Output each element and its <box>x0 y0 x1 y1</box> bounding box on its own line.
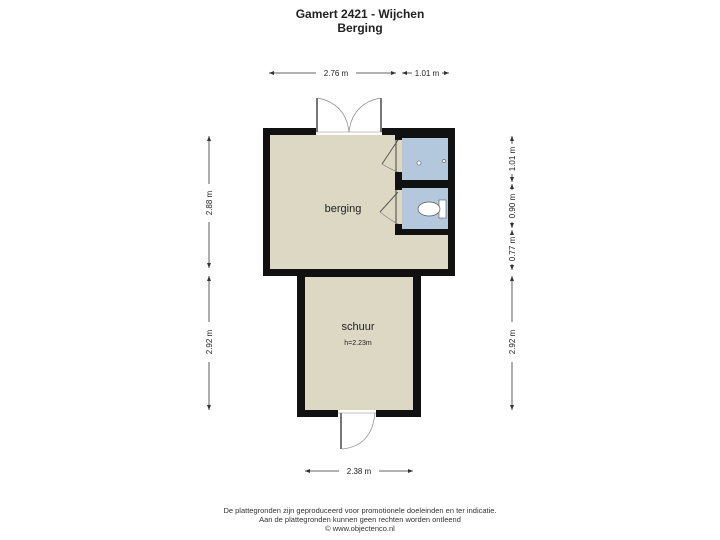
copyright-link: © www.objectenco.nl <box>325 524 395 533</box>
double-door-left-leaf <box>316 98 318 132</box>
dim-bottom-width: 2.38 m <box>347 467 372 476</box>
dim-right-1: 1.01 m <box>508 146 517 171</box>
room-label-schuur: schuur <box>341 321 374 333</box>
double-door-right-leaf <box>380 98 382 132</box>
drain-icon <box>416 160 422 166</box>
room-height-schuur: h=2.23m <box>344 340 372 347</box>
shower-room-floor <box>402 138 448 180</box>
disclaimer-line-1: De plattegronden zijn geproduceerd voor … <box>223 506 497 515</box>
schuur-door-leaf <box>340 413 342 449</box>
dim-right-2: 0.90 m <box>508 193 517 218</box>
shower-door-opening <box>395 140 402 172</box>
dim-right-3: 0.77 m <box>508 236 517 261</box>
schuur-door-opening <box>338 410 376 417</box>
dim-left-upper: 2.88 m <box>205 190 214 215</box>
dim-top-side: 1.01 m <box>415 69 440 78</box>
room-label-berging: berging <box>325 203 362 215</box>
shower-door <box>381 139 399 165</box>
dim-right-lower: 2.92 m <box>508 329 517 354</box>
plan-title-floor: Berging <box>337 21 383 35</box>
dim-left-lower: 2.92 m <box>205 329 214 354</box>
toilet-door <box>379 191 399 213</box>
schuur-floor <box>305 277 413 410</box>
toilet-door-opening <box>395 190 402 224</box>
dim-top-main: 2.76 m <box>324 69 349 78</box>
toilet-bowl-icon <box>417 201 441 217</box>
tap-icon <box>442 159 446 163</box>
disclaimer-line-2: Aan de plattegronden kunnen geen rechten… <box>259 515 461 524</box>
plan-title-address: Gamert 2421 - Wijchen <box>295 7 425 21</box>
